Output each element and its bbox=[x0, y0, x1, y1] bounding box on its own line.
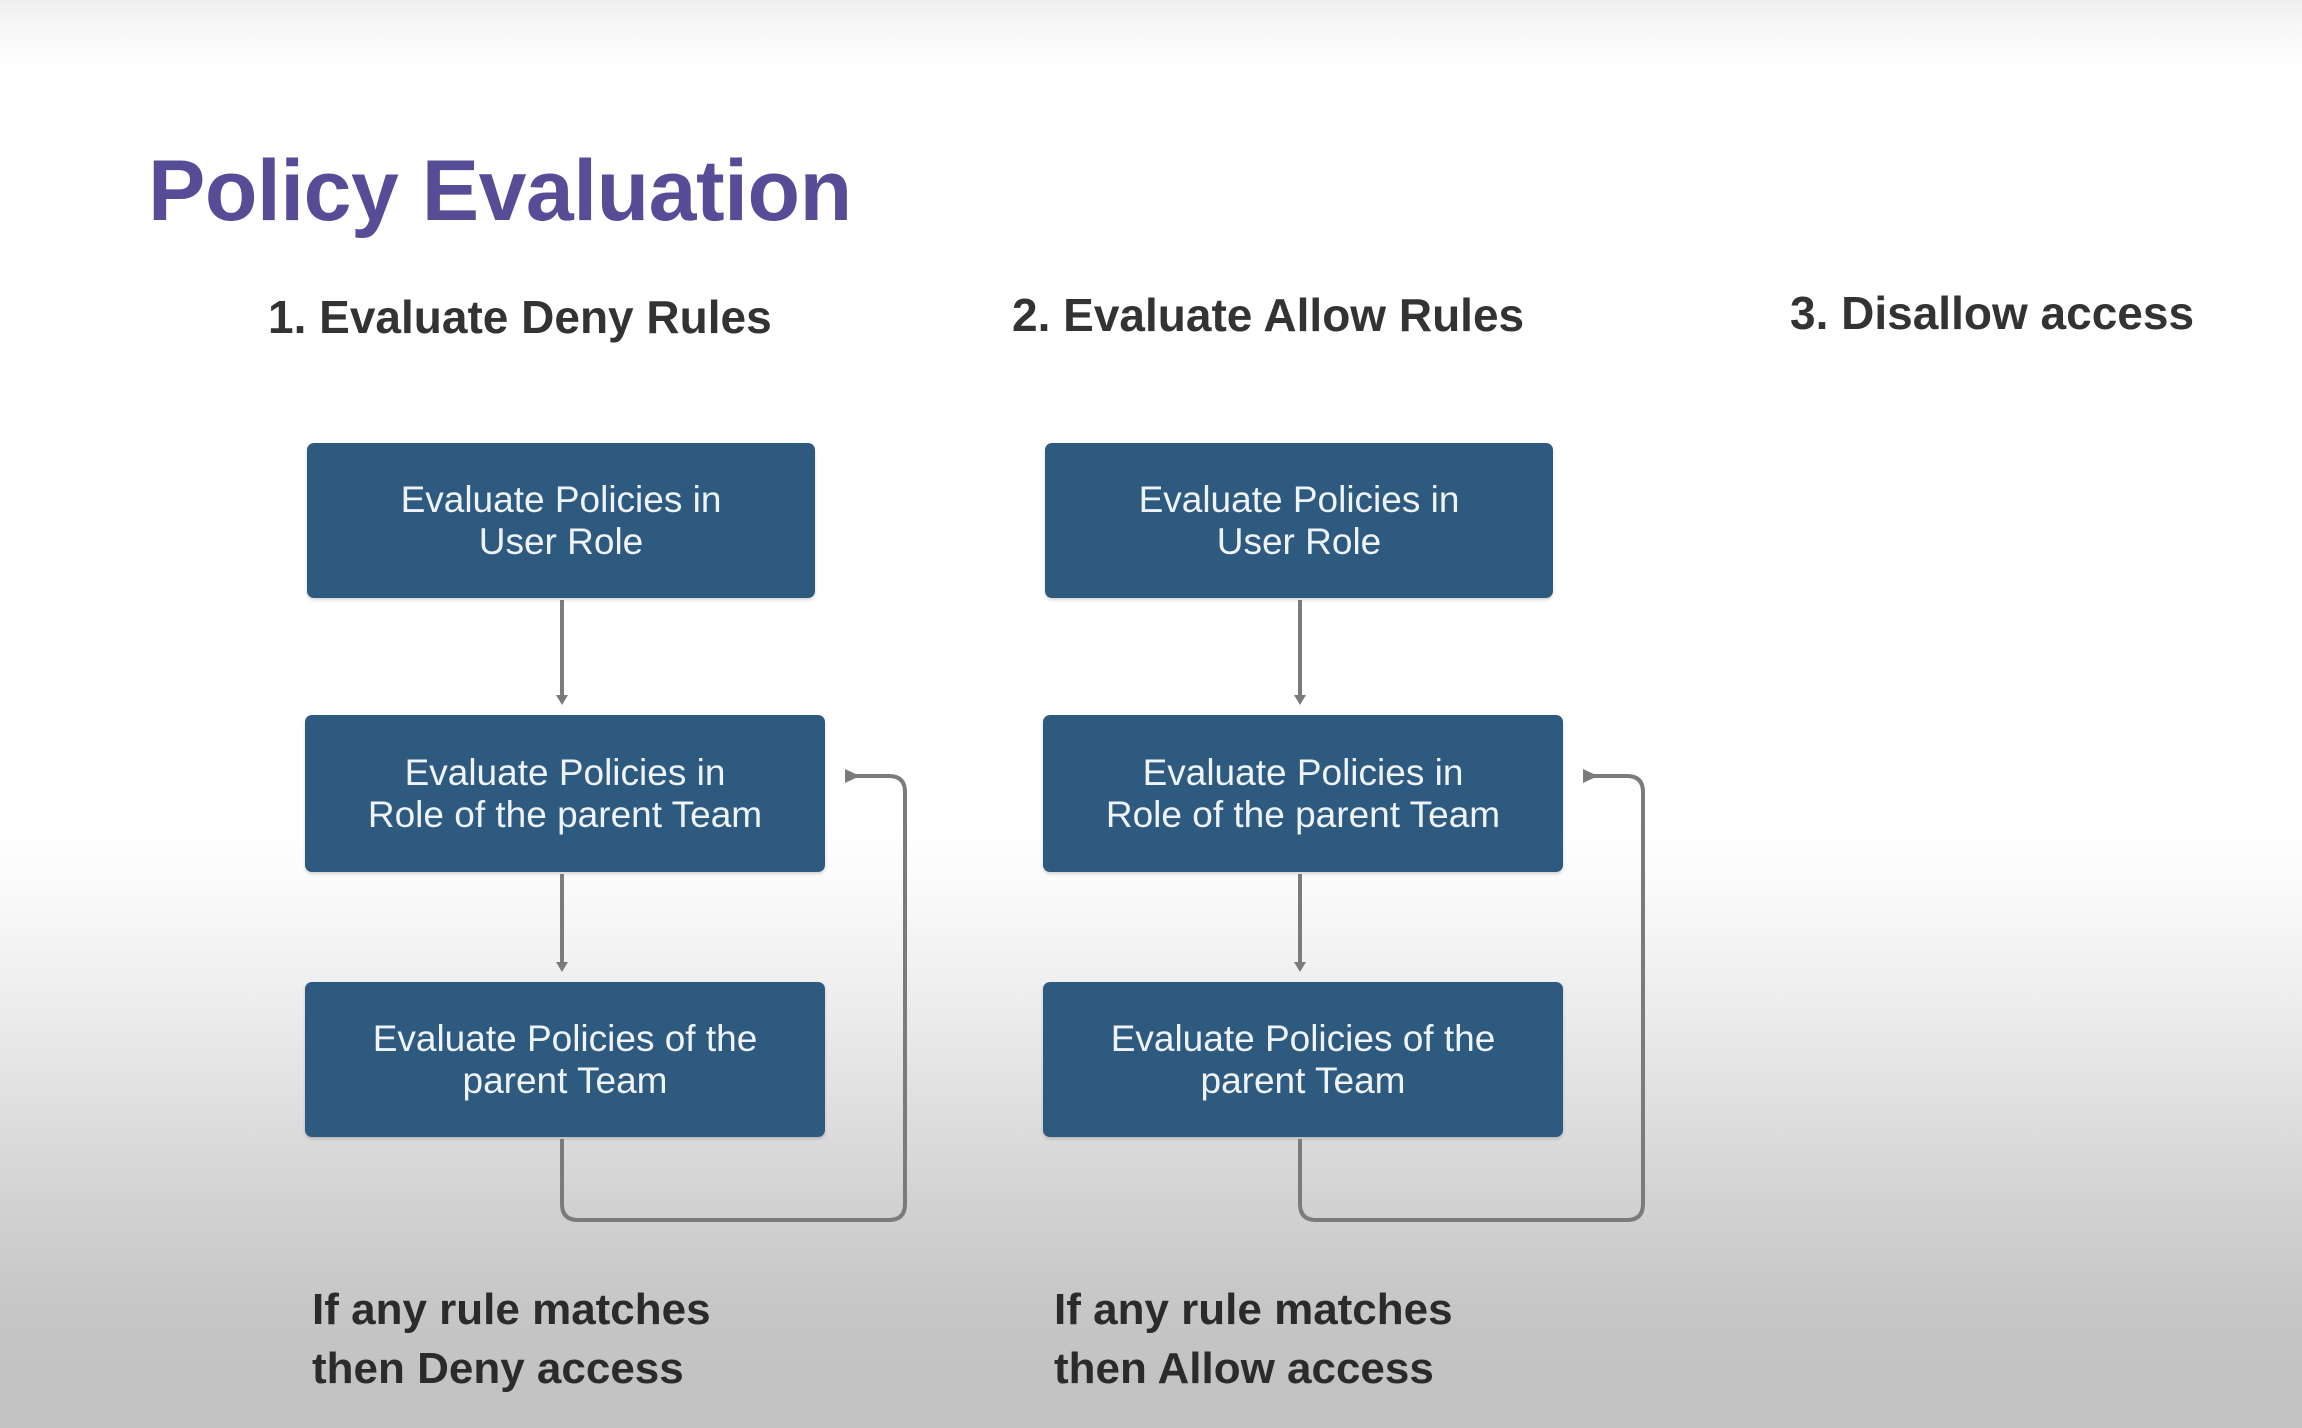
flow-box-line-2: User Role bbox=[1216, 520, 1382, 562]
flow-box-line-2: User Role bbox=[478, 520, 644, 562]
caption-line-1: If any rule matches bbox=[1054, 1285, 1453, 1334]
flow-box-line-1: Evaluate Policies in bbox=[400, 479, 722, 521]
caption-deny: If any rule matches then Deny access bbox=[312, 1280, 711, 1399]
flow-box-line-1: Evaluate Policies in bbox=[404, 752, 726, 794]
caption-line-1: If any rule matches bbox=[312, 1285, 711, 1334]
flow-box-line-2: parent Team bbox=[1200, 1059, 1406, 1101]
flow-box-line-2: Role of the parent Team bbox=[1105, 793, 1501, 835]
flow-box-line-2: parent Team bbox=[462, 1059, 668, 1101]
flow-box-line-1: Evaluate Policies in bbox=[1142, 752, 1464, 794]
flow-box-allow-parent-team: Evaluate Policies of the parent Team bbox=[1043, 982, 1563, 1137]
flow-box-line-2: Role of the parent Team bbox=[367, 793, 763, 835]
flow-box-line-1: Evaluate Policies of the bbox=[1110, 1018, 1496, 1060]
flow-box-allow-user-role: Evaluate Policies in User Role bbox=[1045, 443, 1553, 598]
flow-box-line-1: Evaluate Policies in bbox=[1138, 479, 1460, 521]
flow-box-line-1: Evaluate Policies of the bbox=[372, 1018, 758, 1060]
page-title: Policy Evaluation bbox=[148, 143, 852, 239]
caption-allow: If any rule matches then Allow access bbox=[1054, 1280, 1453, 1399]
column-heading-disallow-access: 3. Disallow access bbox=[1790, 287, 2195, 339]
flow-box-allow-parent-team-role: Evaluate Policies in Role of the parent … bbox=[1043, 715, 1563, 872]
flow-box-deny-parent-team-role: Evaluate Policies in Role of the parent … bbox=[305, 715, 825, 872]
flow-box-deny-parent-team: Evaluate Policies of the parent Team bbox=[305, 982, 825, 1137]
caption-line-2: then Allow access bbox=[1054, 1344, 1434, 1394]
column-heading-deny-rules: 1. Evaluate Deny Rules bbox=[268, 291, 772, 343]
flow-box-deny-user-role: Evaluate Policies in User Role bbox=[307, 443, 815, 598]
caption-line-2: then Deny access bbox=[312, 1344, 684, 1394]
column-heading-allow-rules: 2. Evaluate Allow Rules bbox=[1012, 289, 1525, 341]
